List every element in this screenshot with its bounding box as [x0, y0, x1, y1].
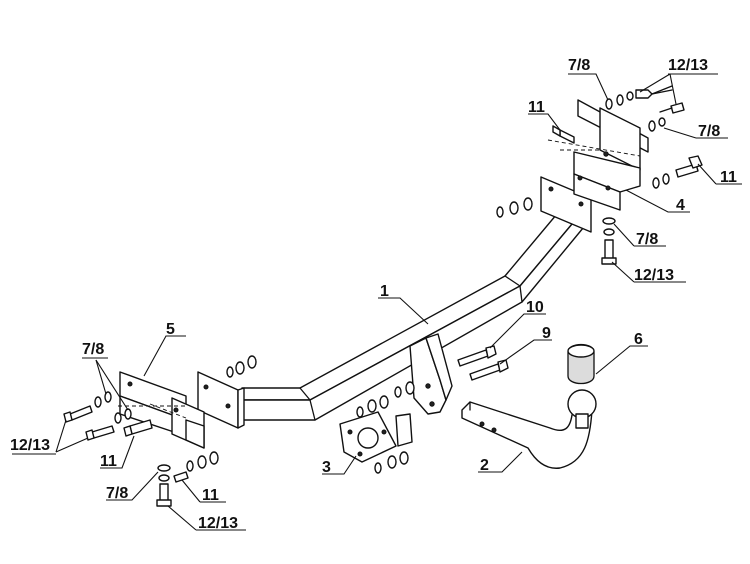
label-left-bolt-11: 11 [100, 453, 117, 470]
label-left-bottom-washer-7-8: 7/8 [106, 485, 128, 502]
label-left-washer-7-8: 7/8 [82, 341, 104, 358]
label-top-washer-7-8: 7/8 [568, 57, 590, 74]
nuts-left-plate [226, 355, 257, 378]
label-part-10: 10 [526, 299, 544, 316]
bolt-10 [457, 345, 497, 367]
label-right-bolt-11: 11 [720, 169, 737, 186]
label-part-3: 3 [322, 459, 331, 476]
bolt-11-bottom-left [173, 451, 219, 483]
bolt-12-13-bottom-left [156, 464, 172, 507]
bolt-11-top-left [552, 125, 575, 144]
bolt-12-13-bottom-right [601, 217, 617, 265]
nuts-right-plate [496, 197, 533, 218]
label-top-bolt-12-13: 12/13 [668, 57, 708, 74]
right-mounting-plate [540, 176, 592, 233]
label-bottom-washer-7-8-right: 7/8 [636, 231, 658, 248]
tow-ball-mount-bracket [409, 333, 453, 415]
bolt-11-right [652, 155, 703, 189]
label-bottom-bolt-12-13-right: 12/13 [634, 267, 674, 284]
leader-lines [12, 73, 742, 531]
ball-cover-cap [567, 343, 595, 385]
label-part-9: 9 [542, 325, 551, 342]
label-left-bottom-bolt-12-13: 12/13 [198, 515, 238, 532]
socket-plate [339, 395, 413, 474]
label-right-washer-7-8: 7/8 [698, 123, 720, 140]
top-washers-and-bolt [605, 85, 685, 132]
bracket-nuts [394, 381, 415, 398]
label-left-bottom-bolt-11: 11 [202, 487, 219, 504]
label-top-bolt-11: 11 [528, 99, 545, 116]
label-part-1: 1 [380, 283, 389, 300]
label-part-5: 5 [166, 321, 175, 338]
left-side-bracket [118, 371, 205, 449]
left-mounting-plate [197, 371, 245, 429]
label-part-2: 2 [480, 457, 489, 474]
label-left-bolt-12-13: 12/13 [10, 437, 50, 454]
bolts-left [63, 391, 153, 441]
right-side-bracket [547, 99, 649, 211]
tow-ball-neck [461, 389, 597, 469]
label-part-4: 4 [676, 197, 685, 214]
label-part-6: 6 [634, 331, 643, 348]
